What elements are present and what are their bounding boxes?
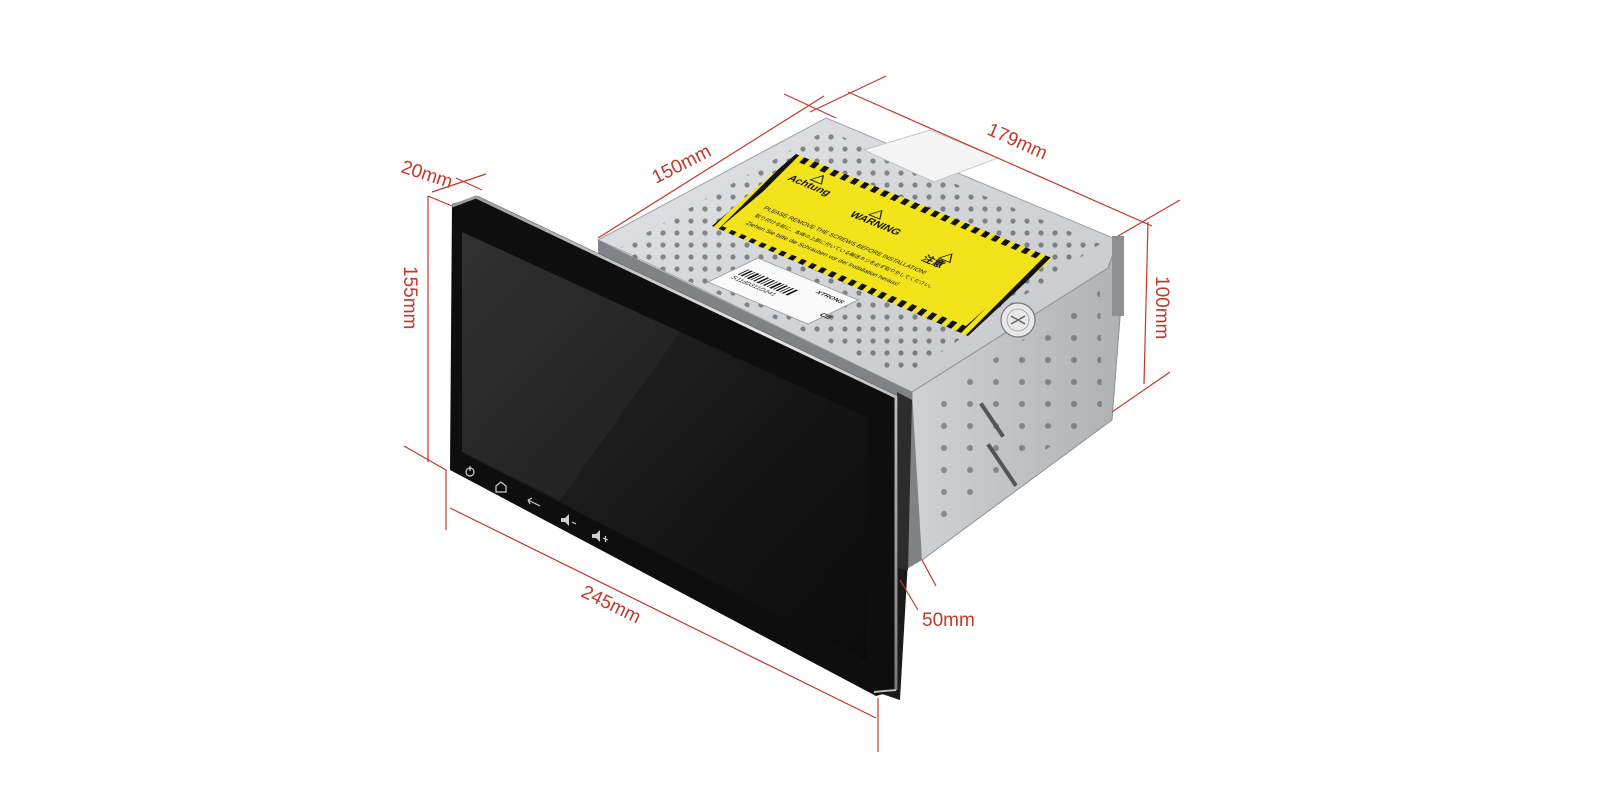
back-icon[interactable] — [527, 497, 541, 507]
sticker-yellow-field — [722, 162, 1040, 326]
barcode-label: XTRONS S1180311D241 CE — [707, 257, 859, 325]
dim-ext — [1117, 199, 1181, 237]
warning-triangle-icon — [867, 209, 883, 220]
barcode-bars — [737, 269, 799, 296]
front-panel — [450, 195, 912, 700]
warning-triangle-icon — [809, 175, 825, 185]
dim-label-chassis-height: 100mm — [1151, 276, 1172, 339]
dim-line-panel-depth — [431, 173, 487, 193]
dim-label-height: 155mm — [399, 266, 420, 329]
volume-up-icon[interactable] — [592, 530, 609, 542]
panel-silver-trim-bottom — [873, 689, 897, 693]
display-screen — [462, 232, 868, 660]
dim-label-width: 245mm — [578, 582, 644, 629]
warning-triangle-icon — [937, 253, 953, 264]
ce-mark: CE — [817, 312, 835, 320]
touch-buttons — [465, 466, 609, 542]
dim-ext — [1111, 371, 1171, 413]
dim-line-width — [449, 507, 877, 719]
dim-line-chassis-height — [1143, 221, 1149, 385]
power-icon[interactable] — [465, 466, 475, 477]
panel-silver-trim — [451, 195, 898, 690]
dim-line-bezel-gap — [899, 579, 919, 611]
panel-thickness-edge — [897, 392, 912, 570]
chassis-slot — [979, 402, 1005, 438]
hologram-seal — [1000, 302, 1036, 338]
chassis-bracket — [1112, 236, 1124, 316]
home-icon[interactable] — [495, 481, 507, 493]
dim-line-chassis-width — [809, 75, 887, 113]
dim-ext — [921, 559, 937, 587]
dim-line-chassis-width-b — [847, 91, 1153, 227]
volume-down-icon[interactable] — [561, 514, 577, 526]
dim-ext — [783, 93, 837, 119]
dimension-lines — [403, 75, 1181, 752]
dim-ext — [403, 445, 447, 471]
dim-ext — [455, 177, 483, 191]
dim-label-panel-depth: 20mm — [398, 157, 455, 193]
chassis-side-holes — [930, 290, 1102, 530]
dim-ext — [427, 195, 453, 207]
chassis-slot — [986, 443, 1018, 487]
dim-label-chassis-depth: 150mm — [649, 141, 715, 188]
dim-label-bezel-gap: 50mm — [922, 610, 975, 631]
dim-line-chassis-depth — [597, 95, 825, 239]
